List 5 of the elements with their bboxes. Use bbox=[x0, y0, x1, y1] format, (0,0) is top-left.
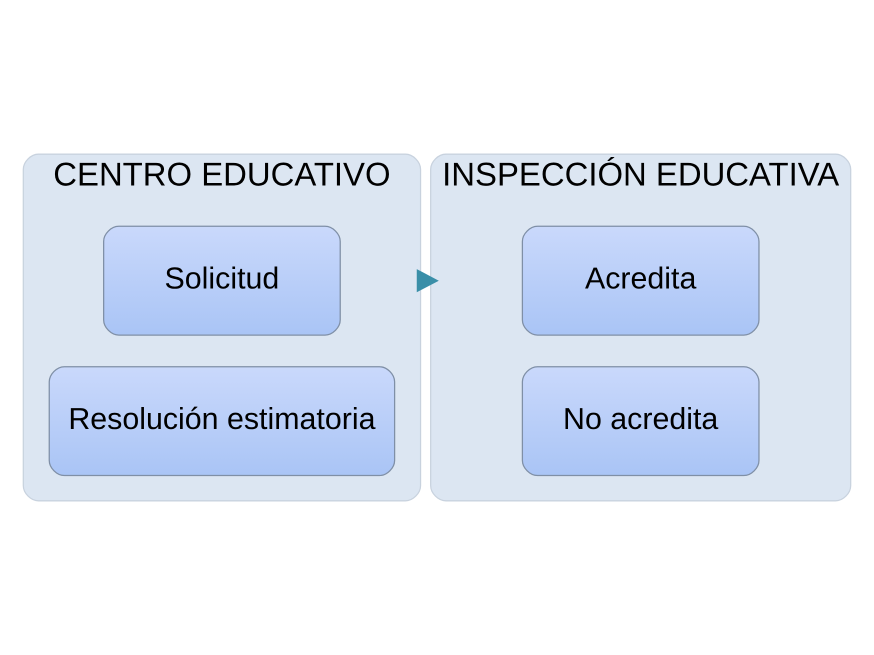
arrow bbox=[416, 269, 439, 292]
node-box: Resolución estimatoria bbox=[48, 366, 396, 476]
node-box: No acredita bbox=[522, 366, 760, 476]
node-box: Acredita bbox=[522, 226, 760, 336]
node-box: Solicitud bbox=[103, 226, 341, 336]
